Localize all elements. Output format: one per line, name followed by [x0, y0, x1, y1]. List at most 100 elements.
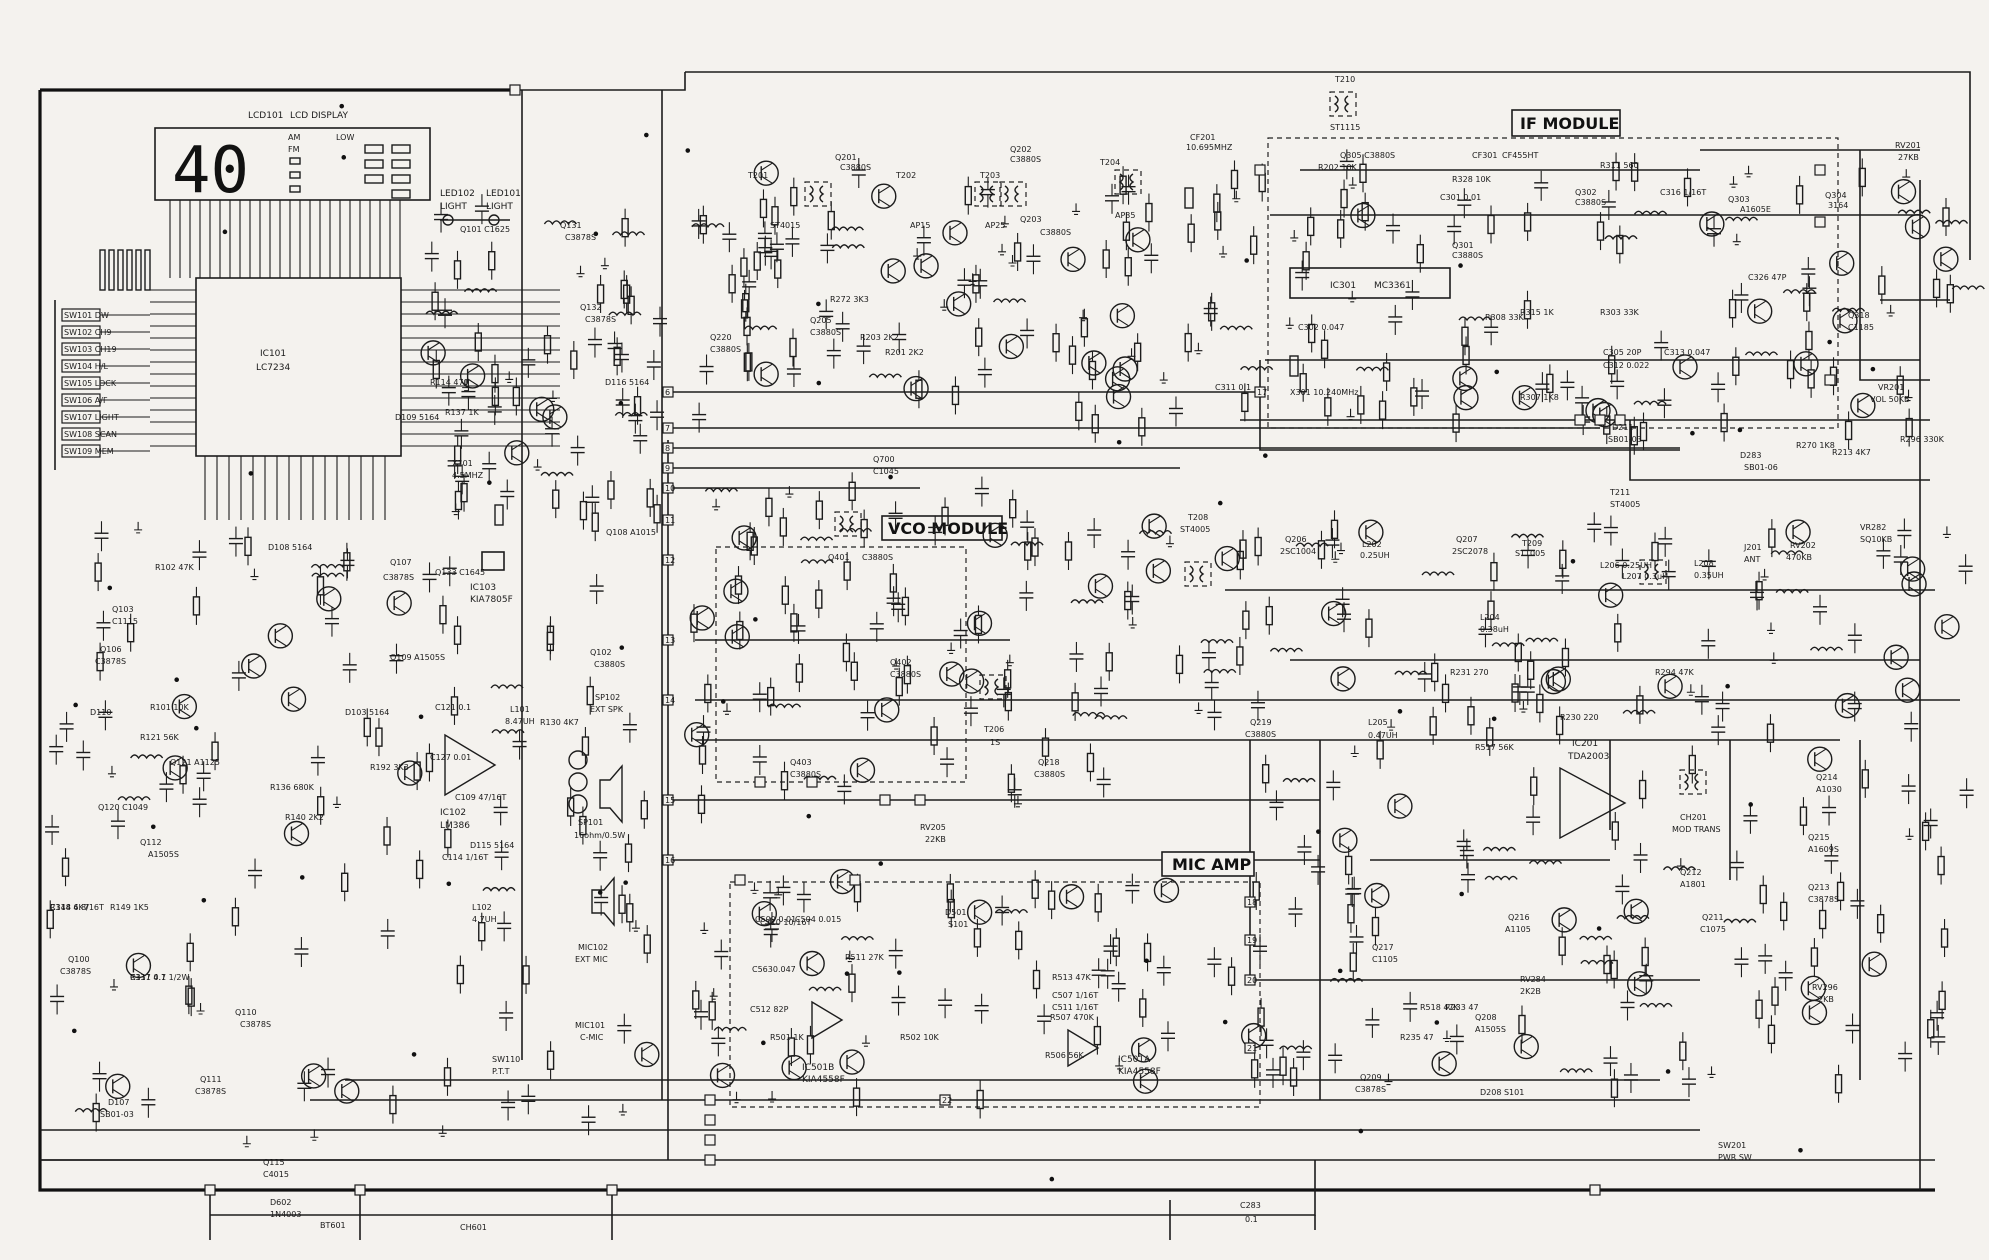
resistor-symbol — [1876, 913, 1885, 934]
component-value: R149 1K5 — [110, 903, 149, 912]
transistor-lead — [1605, 597, 1617, 606]
transistor-symbol — [1623, 898, 1649, 925]
resistor-symbol — [1805, 330, 1813, 351]
ic501b-ref: IC501B — [802, 1063, 834, 1073]
ic101: IC101 LC7234 — [195, 277, 402, 457]
transistor-lead — [1132, 229, 1145, 238]
transistor-lead — [1161, 892, 1173, 901]
component-value: C317 0.1 — [130, 973, 166, 982]
transistor-lead — [308, 1078, 320, 1087]
transistor-lead — [1809, 1001, 1821, 1010]
ground-symbol — [892, 658, 901, 670]
transistor-lead — [1754, 300, 1766, 309]
transistor-lead — [1460, 400, 1473, 409]
component-value: R137 1K — [445, 408, 479, 417]
resistor-symbol — [1357, 395, 1365, 415]
resistor-symbol — [1844, 420, 1853, 441]
transistor-symbol — [1807, 746, 1833, 772]
transistor-lead — [953, 293, 965, 302]
transistor-symbol — [1901, 571, 1927, 597]
label-q206b: 2SC1004 — [1280, 547, 1316, 556]
component-value: R102 47K — [155, 563, 195, 572]
transistor-lead — [133, 967, 145, 976]
resistor-symbol — [126, 622, 135, 643]
resistor-symbol — [1013, 242, 1022, 262]
inductor-symbol — [838, 527, 873, 533]
label-q108: Q108 A1015 — [606, 528, 656, 537]
label-rv284: RV284 — [1520, 975, 1546, 984]
connector-number: 15 — [665, 796, 675, 805]
resistor-symbol — [591, 512, 599, 532]
label-l101: L101 — [510, 705, 530, 714]
ground-symbol — [1165, 535, 1174, 548]
resistor-symbol — [570, 350, 578, 370]
transformer-can — [1114, 169, 1142, 195]
inductor-symbol — [1724, 216, 1759, 222]
label-q110: Q110 — [235, 1008, 257, 1017]
transistor-symbol — [1431, 1050, 1457, 1077]
transistor-symbol — [397, 760, 423, 786]
connector-number: 18 — [1247, 898, 1257, 907]
resistor-symbol — [1242, 610, 1250, 630]
transistor-lead — [1630, 900, 1643, 909]
transistor-lead — [393, 605, 406, 614]
junction-dot — [418, 714, 424, 720]
ground-symbol — [1519, 701, 1528, 713]
op-amps: IC102 LM386 IC201 TDA2003 IC501B KIA4558… — [440, 551, 1627, 1085]
transistor-symbol — [1746, 298, 1773, 324]
resistor-symbol — [1302, 251, 1310, 271]
inductor-symbol — [1491, 642, 1525, 648]
transistor-symbol — [316, 586, 342, 612]
transistor-symbol — [386, 590, 412, 616]
resistor-symbol — [1041, 737, 1050, 757]
label-mic102: MIC102 — [578, 943, 608, 952]
resistor-symbol — [1786, 359, 1795, 380]
transistor-symbol — [871, 183, 897, 209]
resistor-symbol — [1241, 392, 1249, 413]
resistor-symbol — [1307, 216, 1315, 237]
ic501a-part: KIA4558F — [1118, 1067, 1161, 1077]
junction-dot — [761, 1040, 766, 1046]
mic-amp-title: MIC AMP — [1172, 855, 1251, 874]
inductor-symbol — [1809, 646, 1844, 652]
inductor-symbol — [310, 563, 344, 569]
transistor-lead — [1548, 684, 1560, 693]
led101-ref: LED101 — [486, 189, 521, 199]
label-sw201: SW201 — [1718, 1141, 1746, 1150]
transistor-symbol — [958, 668, 985, 694]
label-sp102: SP102 — [595, 693, 620, 702]
transformer-coil — [994, 678, 1000, 696]
connector-terminal — [1244, 934, 1256, 946]
resistor-symbol — [453, 625, 462, 645]
label-bt601: BT601 — [320, 1221, 346, 1230]
component-value: C313 0.047 — [1664, 348, 1710, 357]
resistor-symbol — [973, 928, 982, 948]
lcd-name: LCD DISPLAY — [290, 111, 348, 121]
label-d211b: SB01-03 — [1608, 435, 1642, 444]
connector-terminal — [1814, 164, 1826, 176]
transistor-symbol — [1829, 250, 1855, 276]
transformer-coil — [1014, 185, 1020, 203]
transistor-symbol — [966, 899, 993, 925]
transistor-lead — [1908, 573, 1921, 582]
connector-terminal — [662, 794, 674, 806]
ground-symbol — [1732, 233, 1741, 246]
switch-label: SW107 LIGHT — [64, 413, 119, 422]
transistor-lead — [341, 1093, 354, 1102]
resistor-symbol — [643, 934, 651, 954]
junction-dot — [816, 301, 821, 307]
transistor-lead — [1117, 305, 1129, 314]
resistor-symbol — [607, 480, 615, 500]
transistor-lead — [169, 757, 182, 766]
transistor-symbol — [1699, 211, 1725, 237]
transistor-lead — [717, 1077, 729, 1086]
transistor-symbol — [1511, 384, 1538, 411]
component-value: R272 3K3 — [830, 295, 869, 304]
connector-terminal — [1589, 1184, 1601, 1196]
resistor-symbol — [1371, 916, 1380, 937]
transistor-symbol — [839, 1049, 865, 1075]
label-t206b: 1S — [990, 738, 1000, 747]
transistor-symbol — [1131, 1037, 1157, 1063]
label-d109: D109 5164 — [395, 413, 439, 422]
inductor-symbol — [1782, 289, 1816, 295]
